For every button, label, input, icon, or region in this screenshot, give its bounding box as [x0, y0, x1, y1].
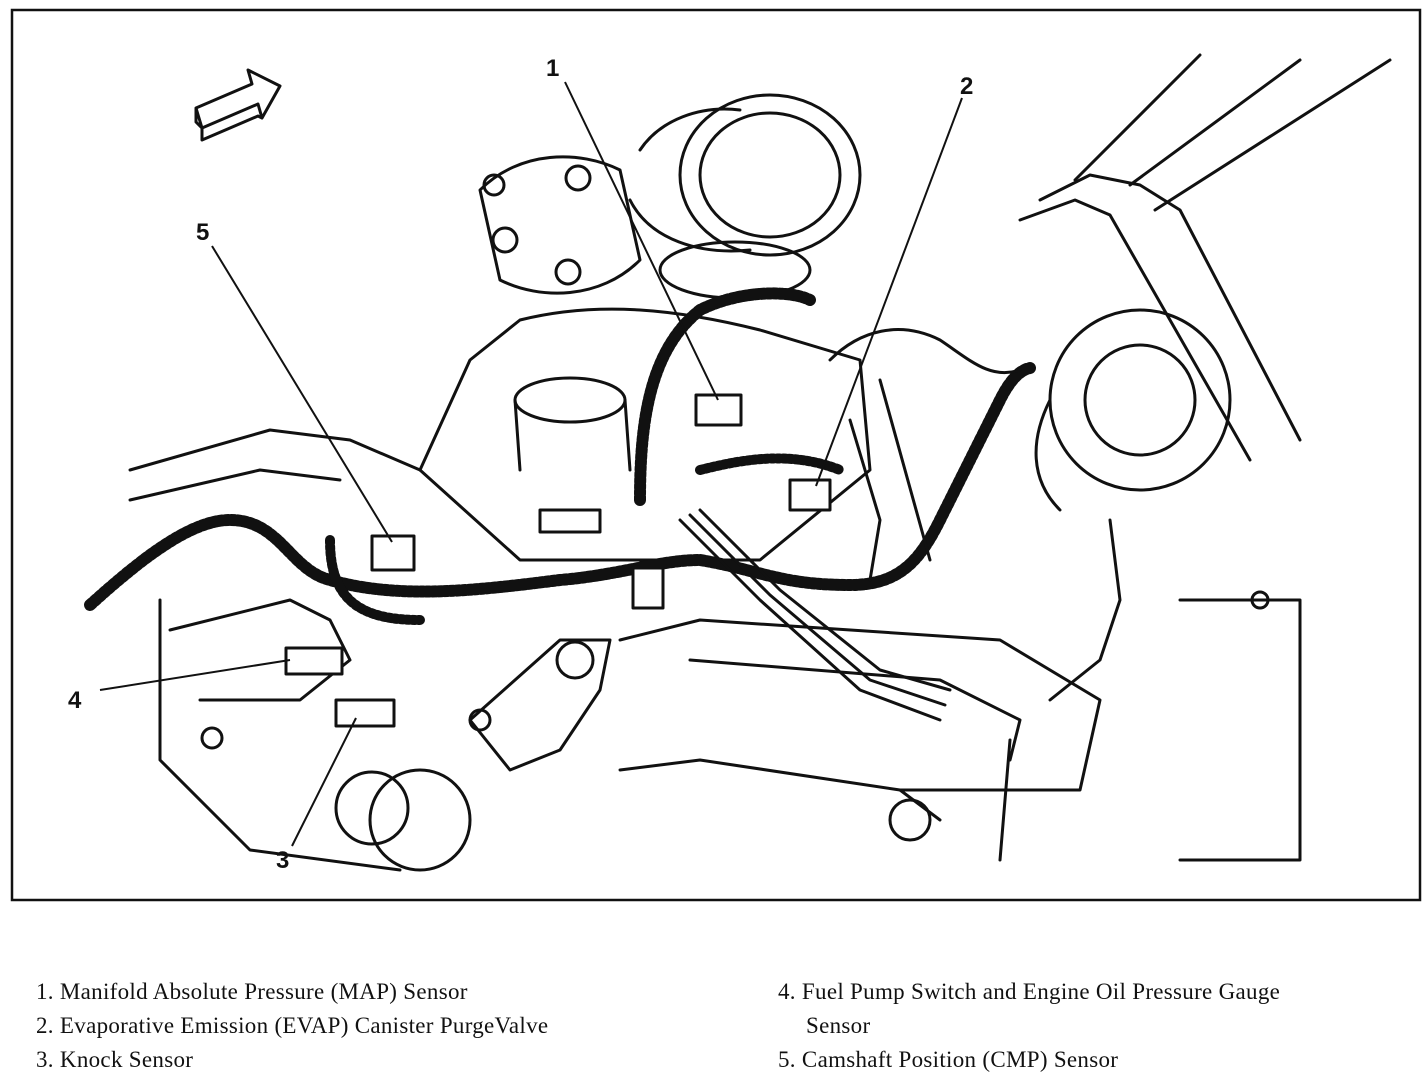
- callout-5: 5: [196, 219, 209, 246]
- legend-item-5: 5. Camshaft Position (CMP) Sensor: [778, 1046, 1118, 1074]
- legend-item-4-continuation: Sensor: [806, 1012, 870, 1040]
- leader-lines: [99, 81, 963, 847]
- callout-3: 3: [276, 847, 289, 874]
- legend-number: 1.: [36, 979, 54, 1004]
- legend-number: 3.: [36, 1047, 54, 1072]
- callout-4: 4: [68, 687, 82, 714]
- legend-item-4: 4. Fuel Pump Switch and Engine Oil Press…: [778, 978, 1280, 1006]
- legend-text: Knock Sensor: [59, 1047, 194, 1072]
- legend-text: Manifold Absolute Pressure (MAP) Sensor: [59, 979, 468, 1004]
- legend-text: Fuel Pump Switch and Engine Oil Pressure…: [801, 979, 1281, 1004]
- legend-item-1: 1. Manifold Absolute Pressure (MAP) Sens…: [36, 978, 468, 1006]
- legend-number: 5.: [778, 1047, 796, 1072]
- legend-item-3: 3. Knock Sensor: [36, 1046, 193, 1074]
- callout-1: 1: [546, 55, 559, 82]
- legend-text: Sensor: [806, 1013, 871, 1038]
- legend-text: Camshaft Position (CMP) Sensor: [801, 1047, 1119, 1072]
- engine-illustration: [84, 53, 1392, 872]
- direction-arrow-icon: [194, 68, 282, 142]
- legend-text: Evaporative Emission (EVAP) Canister Pur…: [59, 1013, 549, 1038]
- legend-item-2: 2. Evaporative Emission (EVAP) Canister …: [36, 1012, 548, 1040]
- legend-number: 4.: [778, 979, 796, 1004]
- callout-2: 2: [960, 73, 973, 100]
- diagram-frame: [10, 8, 1422, 902]
- legend-number: 2.: [36, 1013, 54, 1038]
